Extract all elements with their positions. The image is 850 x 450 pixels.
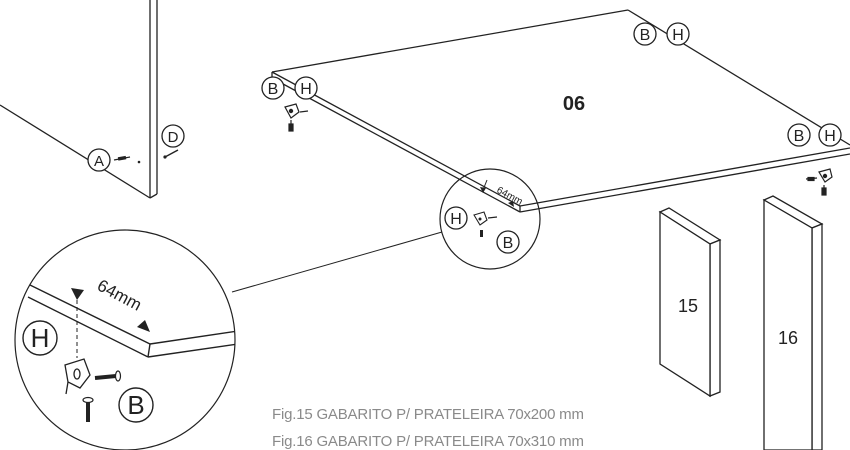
detail-circle-small: 64mm H B [439, 168, 541, 270]
bracket-large [64, 358, 91, 395]
shelf-board [271, 9, 850, 213]
callout-h-small-label: H [450, 211, 462, 228]
screw-d [163, 149, 179, 159]
callout-b-large-label: B [127, 390, 144, 420]
callout-d: D [161, 124, 185, 148]
zoom-detail-circle: 64mm H B [14, 229, 236, 450]
callout-h-top-label: H [672, 27, 684, 44]
callout-a-label: A [94, 153, 104, 170]
dimension-arrow-start [71, 288, 84, 300]
callout-b-right: B [787, 123, 811, 147]
screw-large-horizontal [94, 370, 122, 382]
callout-h-large-label: H [31, 323, 50, 353]
callout-b-right-label: B [794, 128, 805, 145]
dimension-arrow-end [137, 320, 150, 332]
side-panel [0, 0, 158, 199]
callout-b-top: B [633, 22, 657, 46]
screw-large-vertical [82, 396, 94, 422]
zoom-connector-line [231, 231, 443, 293]
dimension-small-label: 64mm [495, 185, 525, 208]
callout-h-left: H [294, 76, 318, 100]
callout-h-large [22, 320, 58, 356]
callout-a: A [87, 148, 111, 172]
caption-fig15: Fig.15 GABARITO P/ PRATELEIRA 70x200 mm [272, 406, 584, 423]
callout-b-left-label: B [268, 81, 279, 98]
callout-b-large [118, 387, 154, 423]
template-panel-15: 15 [658, 207, 722, 398]
panel-16-number: 16 [778, 328, 798, 348]
callout-d-label: D [168, 129, 179, 146]
template-panel-16: 16 [762, 195, 824, 450]
callout-h-top: H [666, 22, 690, 46]
step-number: 06 [563, 93, 585, 115]
caption-fig16: Fig.16 GABARITO P/ PRATELEIRA 70x310 mm [272, 433, 584, 450]
callout-b-top-label: B [640, 27, 651, 44]
panel-15-number: 15 [678, 296, 698, 316]
bracket-left [284, 103, 309, 132]
cam-dowel-a [113, 155, 141, 164]
callout-b-left: B [261, 76, 285, 100]
callout-h-left-label: H [300, 81, 312, 98]
bracket-right [805, 168, 833, 196]
callout-h-right: H [818, 123, 842, 147]
callout-h-right-label: H [824, 128, 836, 145]
callout-b-small-label: B [503, 235, 514, 252]
